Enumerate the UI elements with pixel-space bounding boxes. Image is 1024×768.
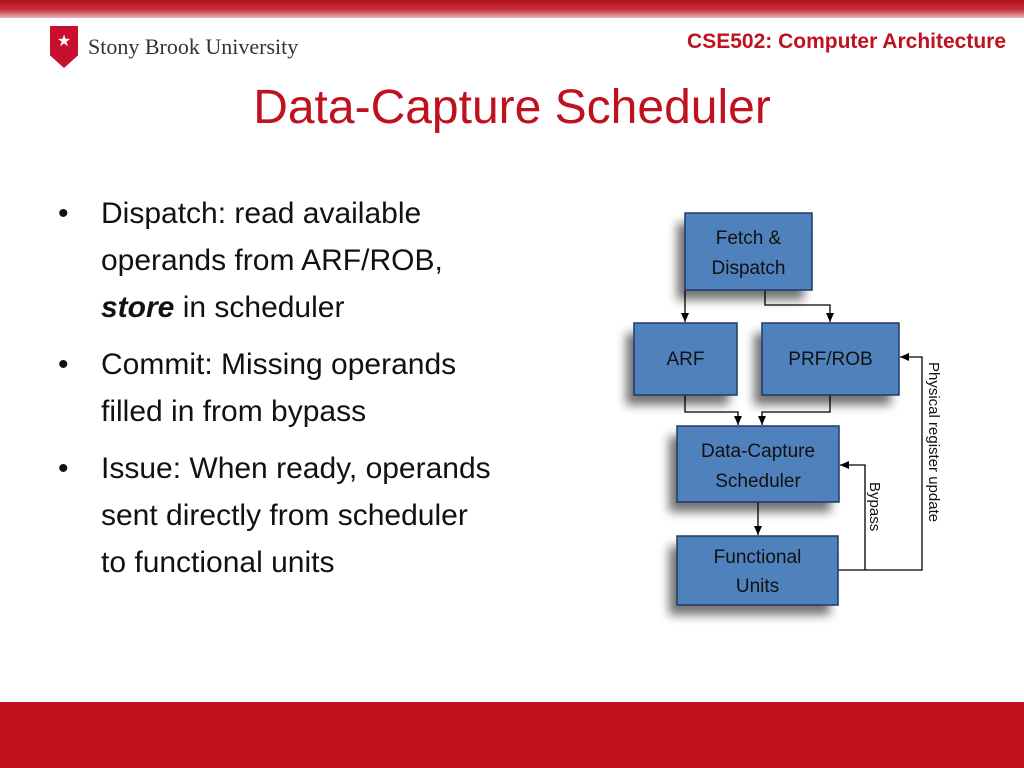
arrow-arf-to-scheduler <box>684 395 742 425</box>
bullet-text: Dispatch: read available <box>101 197 422 230</box>
scheduler-rect <box>677 426 839 502</box>
physical-update-label: Physical register update <box>925 362 942 522</box>
prf-rob-rect <box>762 323 899 395</box>
functional-units-outline <box>676 535 839 606</box>
bullet-item: • Commit: Missing operands filled in fro… <box>58 341 583 435</box>
functional-units-label: Functional <box>714 547 802 568</box>
bullet-text: in scheduler <box>174 291 345 324</box>
bypass-label: Bypass <box>866 482 883 531</box>
top-accent-bar <box>0 0 1024 18</box>
arf-rect <box>634 323 737 395</box>
scheduler-label: Scheduler <box>715 471 801 492</box>
bullet-list: • Dispatch: read available operands from… <box>58 190 583 596</box>
bullet-item: • Issue: When ready, operands sent direc… <box>58 445 583 586</box>
scheduler-box: Data-Capture Scheduler <box>676 425 840 503</box>
slide-title: Data-Capture Scheduler <box>253 81 771 134</box>
fetch-dispatch-box: Fetch & Dispatch <box>684 212 813 291</box>
bullet-dot: • <box>58 452 69 485</box>
physical-update-path <box>865 353 923 571</box>
bullet-text: sent directly from scheduler <box>101 499 468 532</box>
fetch-dispatch-rect <box>685 213 812 290</box>
scheduler-outline <box>676 425 840 503</box>
bullet-text: to functional units <box>101 546 335 579</box>
connector-lines <box>681 290 923 571</box>
bullet-dot: • <box>58 348 69 381</box>
fetch-dispatch-label: Dispatch <box>712 258 786 279</box>
prf-rob-outline <box>761 322 900 396</box>
prf-rob-label: PRF/ROB <box>788 349 872 370</box>
university-logo: ★ Stony Brook University <box>50 26 350 70</box>
bullet-text: Commit: Missing operands <box>101 348 457 381</box>
bullet-dot: • <box>58 197 69 230</box>
fetch-dispatch-label: Fetch & <box>716 228 782 249</box>
arf-outline <box>633 322 738 396</box>
logo-text: Stony Brook University <box>88 34 299 59</box>
bullet-text: filled in from bypass <box>101 395 367 428</box>
scheduler-label: Data-Capture <box>701 441 815 462</box>
bullet-text: operands from ARF/ROB, <box>101 244 443 277</box>
bullet-emphasis: store <box>101 291 175 324</box>
bottom-accent-bar <box>0 702 1024 768</box>
functional-units-label: Units <box>736 576 779 597</box>
arrow-fetch-to-prf <box>764 290 834 322</box>
bypass-path <box>838 461 866 571</box>
fetch-dispatch-outline <box>684 212 813 291</box>
functional-units-box: Functional Units <box>676 535 839 606</box>
arf-box: ARF <box>633 322 738 396</box>
star-icon: ★ <box>56 31 72 50</box>
prf-rob-box: PRF/ROB <box>761 322 900 396</box>
arrow-prf-to-scheduler <box>758 395 831 425</box>
functional-units-rect <box>677 536 838 605</box>
course-name: CSE502: Computer Architecture <box>687 30 1006 53</box>
bullet-item: • Dispatch: read available operands from… <box>58 190 583 331</box>
arf-label: ARF <box>667 349 705 370</box>
bullet-text: Issue: When ready, operands <box>101 452 491 485</box>
